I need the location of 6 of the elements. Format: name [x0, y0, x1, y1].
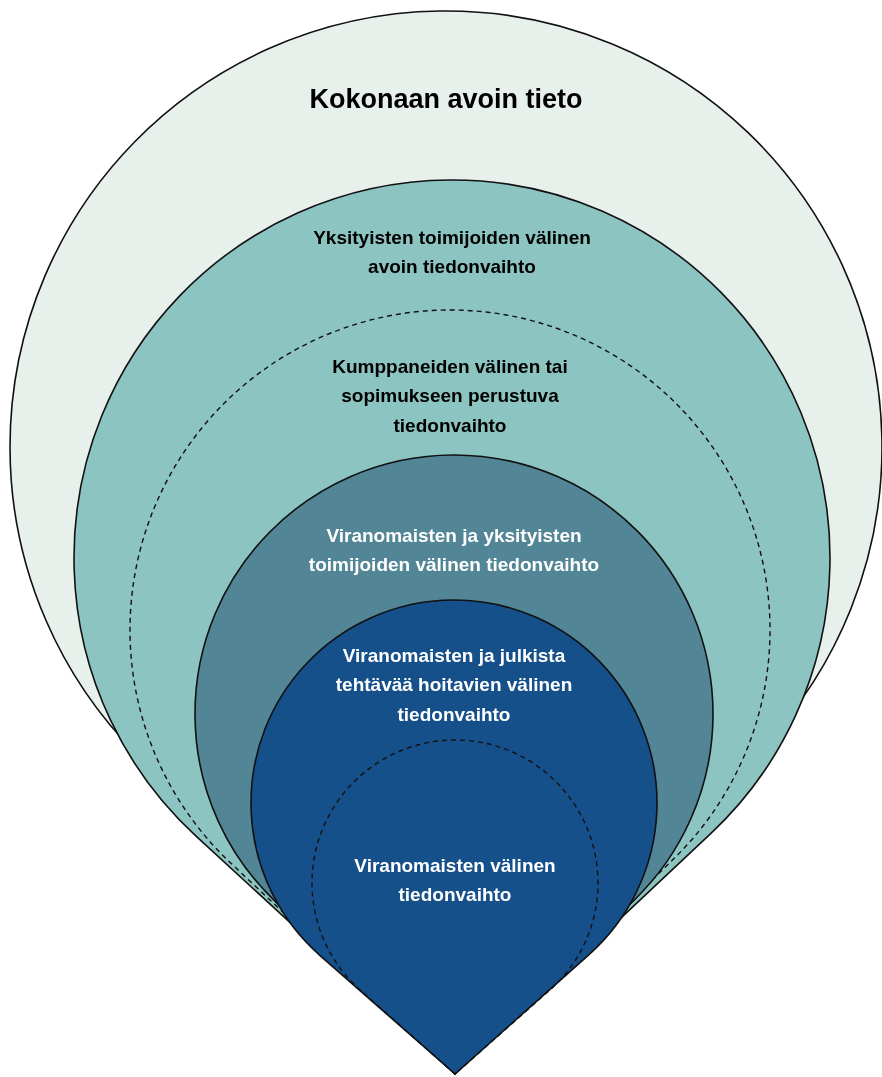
layer-label: Viranomaisten välinen tiedonvaihto	[353, 853, 557, 907]
layer-label: Kokonaan avoin tieto	[308, 83, 584, 117]
layer-label: Viranomaisten ja julkista tehtävää hoitavien välinen tiedonvaihto	[334, 643, 574, 727]
layer-label: Yksityisten toimijoiden välinen avoin tiedonvaihto	[312, 225, 592, 279]
layer-label: Viranomaisten ja yksityisten toimijoiden välinen tiedonvaihto	[307, 523, 601, 577]
layer-label: Kumppaneiden välinen tai sopimukseen perustuva tiedonvaihto	[331, 354, 569, 438]
